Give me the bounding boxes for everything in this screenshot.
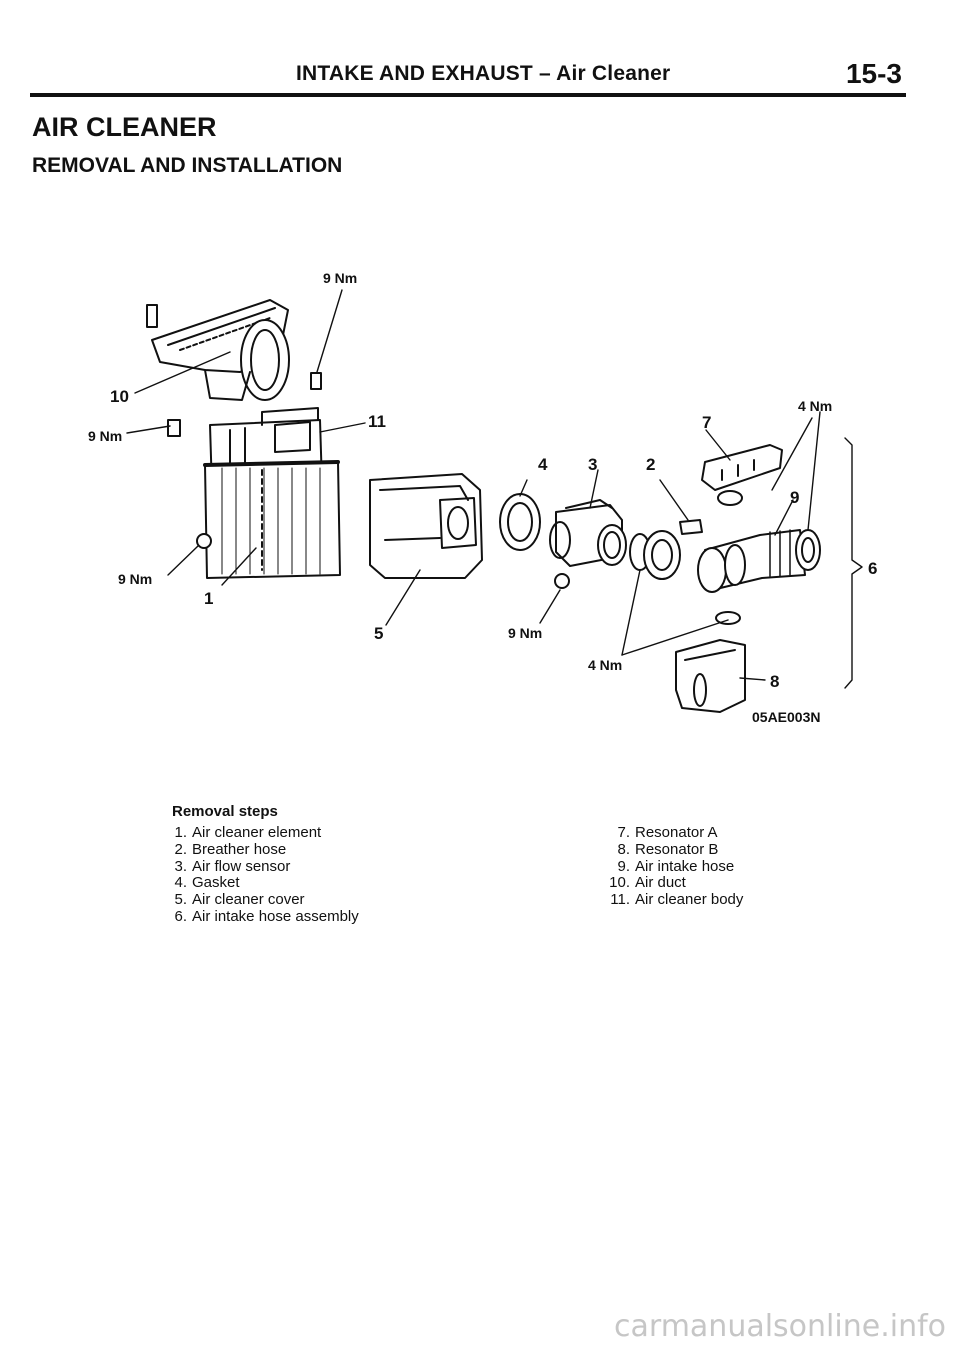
step-number: 6.: [174, 907, 187, 925]
step-text: Air cleaner cover: [192, 891, 305, 909]
step-text: Gasket: [192, 874, 240, 892]
page-header: INTAKE AND EXHAUST – Air Cleaner 15-3: [30, 58, 906, 98]
callout-4: 4: [538, 455, 548, 474]
step-number: 11.: [610, 891, 630, 909]
leader-lines: [126, 289, 863, 689]
torque-label: 4 Nm: [798, 398, 832, 414]
air-cleaner-cover-part: [369, 473, 483, 579]
list-item: 6. Air intake hose assembly: [172, 907, 359, 926]
step-number: 3.: [174, 857, 187, 875]
step-text: Air intake hose: [635, 857, 735, 875]
step-text: Air flow sensor: [192, 857, 291, 875]
step-text: Air intake hose assembly: [192, 907, 359, 925]
step-text: Air cleaner element: [192, 824, 322, 841]
list-item: 10. Air duct: [608, 875, 743, 892]
air-cleaner-element-part: [203, 460, 341, 579]
bolt-icons: [146, 304, 570, 589]
air-flow-sensor-part: [549, 499, 627, 567]
section-title: AIR CLEANER: [32, 112, 217, 142]
torque-label: 9 Nm: [88, 428, 122, 444]
breather-hose-part: [629, 519, 703, 580]
removal-steps-heading: Removal steps: [172, 803, 278, 820]
removal-steps-left: 1. Air cleaner element 2. Breather hose 3.…: [172, 824, 359, 926]
step-number: 9.: [617, 857, 630, 875]
air-intake-hose-part: [697, 529, 821, 593]
resonator-b-part: [675, 611, 746, 713]
exploded-view-diagram: 10 11 1 5 4 3 2 7 9 8 6 9 Nm 9 Nm 9 Nm 9…: [88, 270, 877, 725]
step-number: 8.: [617, 840, 630, 858]
step-number: 5.: [174, 891, 187, 909]
list-item: 9. Air intake hose: [608, 857, 743, 876]
callout-7: 7: [702, 413, 711, 432]
step-number: 4.: [174, 874, 187, 892]
step-number: 1.: [174, 824, 187, 841]
list-item: 5. Air cleaner cover: [172, 891, 359, 909]
list-item: 2. Breather hose: [172, 840, 359, 859]
callout-5: 5: [374, 624, 383, 643]
step-number: 10.: [609, 874, 630, 892]
list-item: 3. Air flow sensor: [172, 857, 359, 876]
subsection-title: REMOVAL AND INSTALLATION: [32, 154, 343, 177]
list-item: 4. Gasket: [172, 875, 359, 892]
step-text: Resonator A: [635, 824, 718, 841]
removal-steps-right: 7. Resonator A 8. Resonator B 9. Air intake…: [608, 824, 744, 909]
callout-3: 3: [588, 455, 597, 474]
step-text: Breather hose: [192, 840, 287, 858]
step-text: Air duct: [635, 874, 686, 892]
torque-label: 9 Nm: [508, 625, 542, 641]
air-duct-part: [151, 299, 290, 401]
torque-label: 9 Nm: [323, 270, 357, 286]
callout-11: 11: [368, 412, 386, 431]
list-item: 1. Air cleaner element: [172, 824, 359, 842]
header-title: INTAKE AND EXHAUST – Air Cleaner: [296, 62, 671, 85]
step-text: Resonator B: [635, 840, 719, 858]
header-rule: [30, 93, 906, 97]
list-item: 11. Air cleaner body: [608, 891, 744, 909]
torque-label: 4 Nm: [588, 657, 622, 673]
step-number: 7.: [617, 824, 630, 841]
gasket-part: [499, 493, 541, 551]
resonator-a-part: [701, 444, 783, 506]
list-item: 7. Resonator A: [608, 824, 743, 842]
list-item: 8. Resonator B: [608, 840, 743, 859]
page-number: 15-3: [845, 58, 902, 89]
step-number: 2.: [174, 840, 187, 858]
callout-9: 9: [790, 488, 799, 507]
callout-8: 8: [770, 672, 779, 691]
callout-1: 1: [204, 589, 213, 608]
callout-2: 2: [646, 455, 655, 474]
step-text: Air cleaner body: [635, 891, 744, 909]
figure-code: 05AE003N: [752, 709, 821, 725]
callout-6: 6: [868, 559, 877, 578]
callout-10: 10: [110, 387, 129, 406]
watermark: carmanualsonline.info: [614, 1309, 946, 1344]
torque-label: 9 Nm: [118, 571, 152, 587]
